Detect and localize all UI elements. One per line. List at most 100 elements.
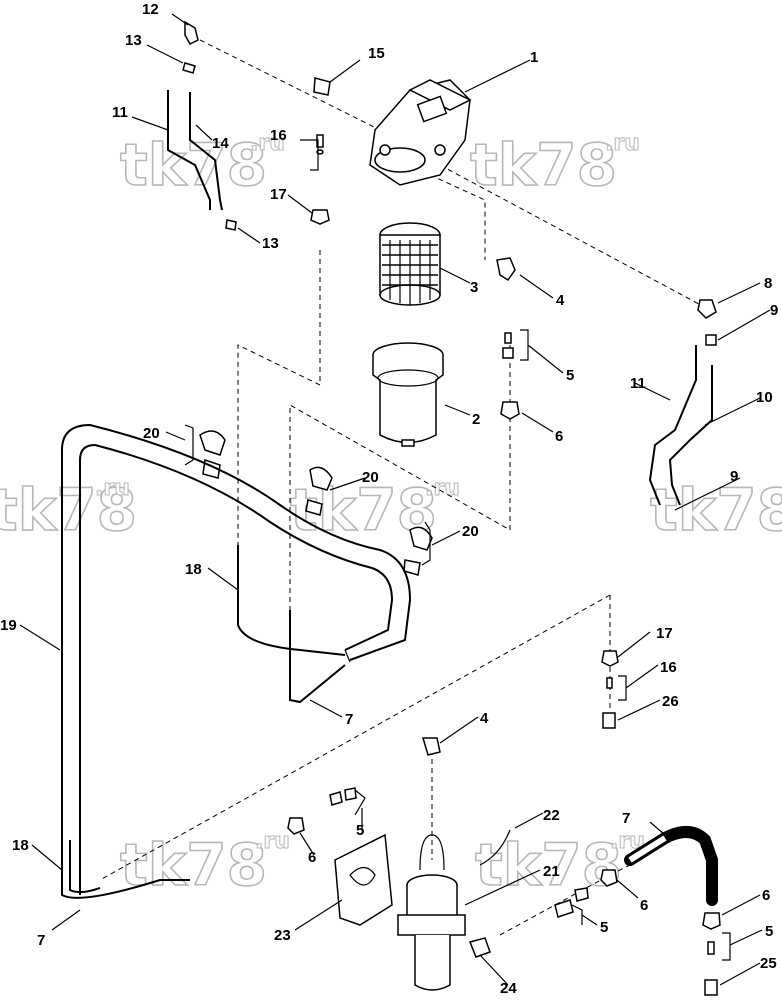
callout-16: 16 <box>270 127 287 144</box>
dashed-line <box>289 345 511 610</box>
clamps <box>199 430 433 576</box>
bolt-5 <box>707 941 715 955</box>
watermark-suffix: .ru <box>425 476 460 501</box>
bolt-5 <box>574 887 589 902</box>
spacer-5 <box>502 347 514 359</box>
fitting-26 <box>602 712 616 729</box>
callout-24: 24 <box>500 980 517 997</box>
callout-5: 5 <box>765 923 773 940</box>
callout-8: 8 <box>764 275 772 292</box>
callout-3: 3 <box>470 279 478 296</box>
tubes-upper <box>167 90 713 506</box>
callout-26: 26 <box>662 693 679 710</box>
callout-10: 10 <box>756 389 773 406</box>
nut-17 <box>601 650 619 667</box>
watermark-text: tk78 <box>475 831 622 899</box>
fitting-25 <box>704 979 718 996</box>
watermark-text: tk78 <box>120 831 267 899</box>
callout-11: 11 <box>630 375 646 392</box>
fitting-9 <box>705 334 717 346</box>
watermark-suffix: .ru <box>255 829 290 854</box>
hose-7-right <box>624 826 718 906</box>
watermark-text: tk78 <box>650 476 782 544</box>
watermark-suffix: .ru <box>250 131 285 156</box>
watermark-text: tk78 <box>0 476 137 544</box>
filter-element-part <box>379 222 441 306</box>
bolt-16 <box>316 134 324 148</box>
callout-9: 9 <box>730 468 738 485</box>
callout-6: 6 <box>308 849 316 866</box>
bolt-5 <box>329 791 343 806</box>
clamp-20 <box>199 430 226 456</box>
callout-4: 4 <box>480 710 489 727</box>
callout-21: 21 <box>543 863 560 880</box>
callout-5: 5 <box>600 919 608 936</box>
clamp-20 <box>403 559 421 576</box>
clip-13 <box>225 219 237 231</box>
spacer-5 <box>554 899 574 918</box>
hose-19 <box>61 423 412 840</box>
clamp-20 <box>309 466 333 491</box>
elbow-fitting-8 <box>697 299 717 319</box>
nut-17 <box>310 209 330 225</box>
callout-9: 9 <box>770 302 778 319</box>
callout-6: 6 <box>640 897 648 914</box>
callout-17: 17 <box>656 625 673 642</box>
elbow-fitting-4 <box>421 737 441 756</box>
callout-7: 7 <box>345 711 353 728</box>
callout-5: 5 <box>566 367 574 384</box>
elbow-fitting-12 <box>184 20 199 45</box>
callout-13: 13 <box>262 235 279 252</box>
elbow-fitting-4 <box>496 257 516 282</box>
leader-lines <box>19 13 771 986</box>
pump-assembly <box>334 829 511 991</box>
filter-bowl-part <box>372 342 444 447</box>
callout-20: 20 <box>143 425 160 442</box>
callout-18: 18 <box>12 837 29 854</box>
callout-2: 2 <box>472 411 480 428</box>
callout-16: 16 <box>660 659 677 676</box>
callout-17: 17 <box>270 186 287 203</box>
clip-13 <box>182 62 196 74</box>
nut-6 <box>702 912 721 930</box>
bolt-16 <box>606 677 613 689</box>
elbow-fitting-24 <box>468 937 491 958</box>
callout-19: 19 <box>0 617 17 634</box>
dashed-line <box>99 594 611 881</box>
callout-5: 5 <box>356 822 364 839</box>
watermark-suffix: .ru <box>95 476 130 501</box>
callout-6: 6 <box>762 887 770 904</box>
callout-25: 25 <box>760 955 777 972</box>
callout-4: 4 <box>556 292 565 309</box>
watermark-text: tk78 <box>470 131 617 199</box>
bolt-5 <box>504 332 512 344</box>
fittings <box>182 20 721 996</box>
bracket-23 <box>334 833 393 926</box>
callout-20: 20 <box>362 469 379 486</box>
nut-6 <box>287 817 305 835</box>
dashed-line <box>429 174 486 260</box>
tubes-middle <box>61 545 346 899</box>
callout-23: 23 <box>274 927 291 944</box>
callout-22: 22 <box>543 807 560 824</box>
callout-7: 7 <box>37 932 45 949</box>
callout-7: 7 <box>622 810 630 827</box>
callout-1: 1 <box>530 49 538 66</box>
callout-11: 11 <box>112 104 128 121</box>
nut-6 <box>500 401 520 420</box>
callout-12: 12 <box>142 1 159 18</box>
dashed-line <box>237 250 321 545</box>
callout-20: 20 <box>462 523 479 540</box>
watermark-suffix: .ru <box>605 131 640 156</box>
nut-6 <box>600 869 618 887</box>
callout-13: 13 <box>125 32 142 49</box>
callout-15: 15 <box>368 45 385 62</box>
dashed-line <box>439 164 711 311</box>
clamp-20 <box>409 526 433 551</box>
callout-18: 18 <box>185 561 202 578</box>
filter-head-part <box>369 79 472 186</box>
callout-6: 6 <box>555 428 563 445</box>
